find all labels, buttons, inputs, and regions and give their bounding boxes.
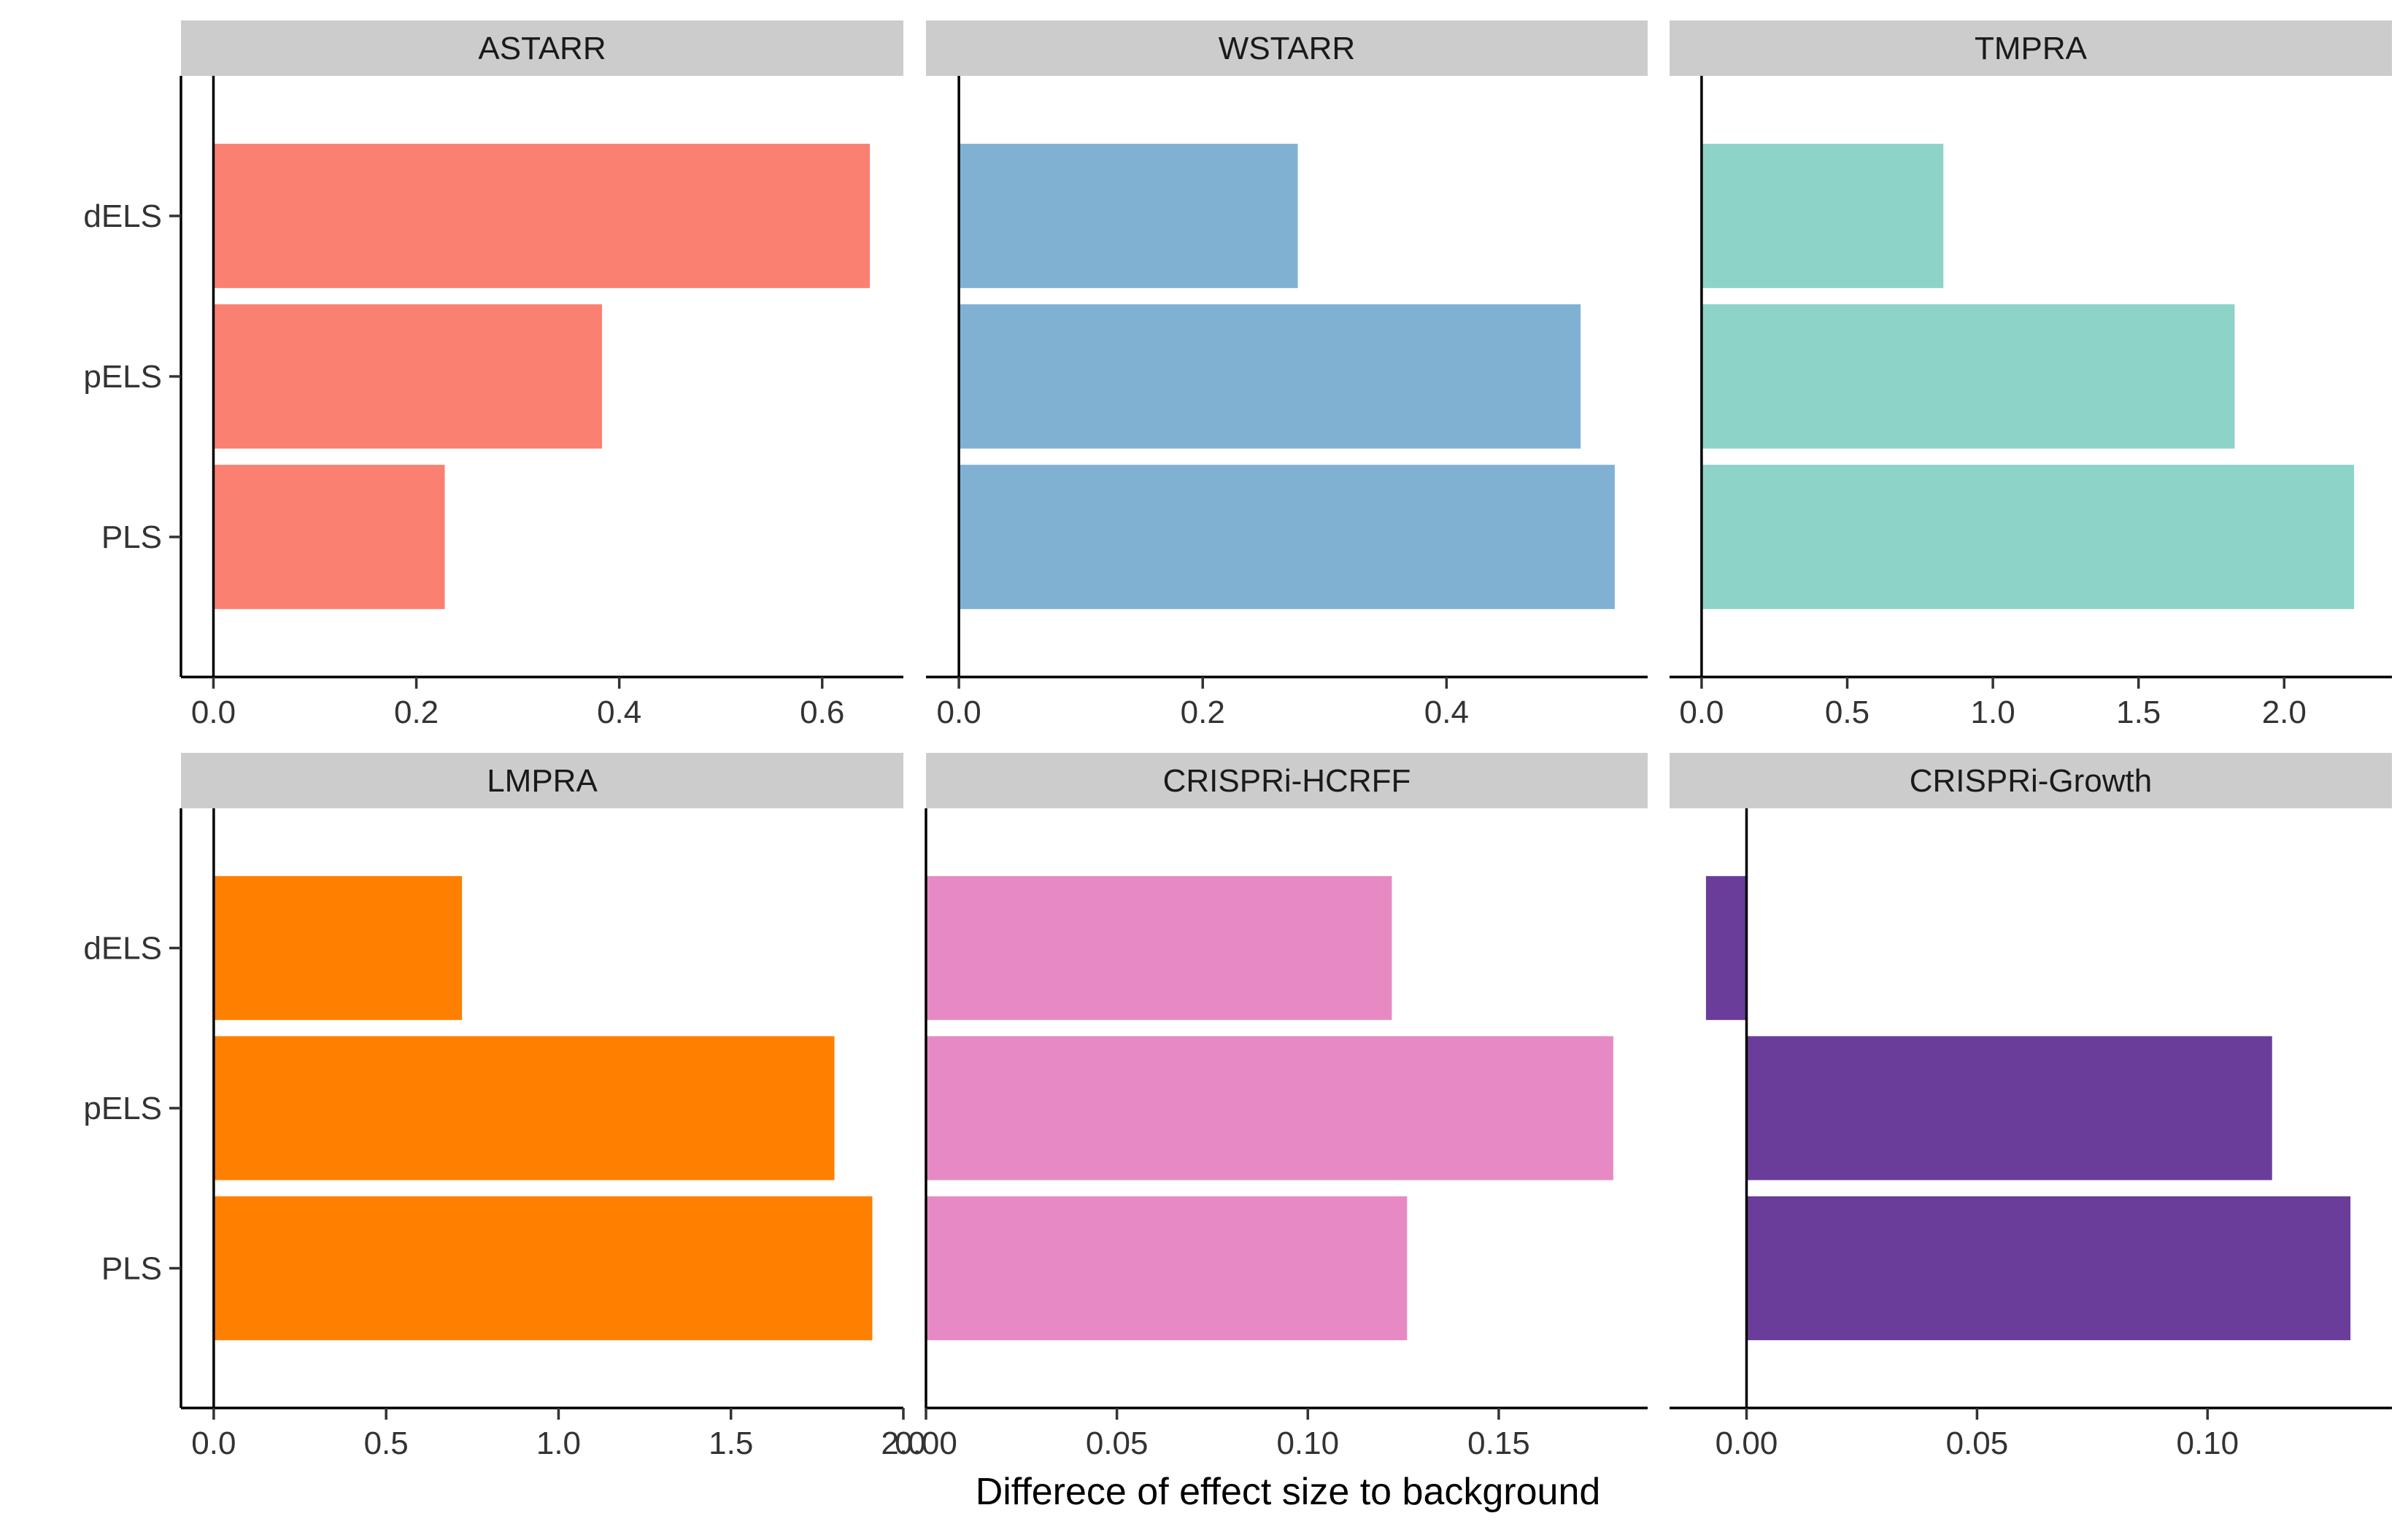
panel-title: LMPRA — [487, 763, 598, 799]
bar-pls — [1701, 465, 2355, 609]
y-tick-label: dELS — [83, 931, 162, 967]
panel-strip — [1670, 753, 2392, 808]
x-tick-label: 2.0 — [881, 1425, 925, 1461]
x-tick-label: 0.0 — [1679, 695, 1724, 730]
x-tick-label: 0.6 — [800, 695, 844, 730]
panel-strip — [181, 753, 903, 808]
x-tick-label: 0.4 — [1424, 695, 1469, 730]
bar-dels — [959, 144, 1298, 288]
bar-pls — [1746, 1196, 2351, 1341]
bar-dels — [213, 144, 871, 288]
panel-wstarr: WSTARR 0.0 0.2 0.4 — [926, 20, 1648, 730]
panel-title: WSTARR — [1219, 31, 1355, 66]
x-tick-label: 0.5 — [1825, 695, 1869, 730]
y-tick-label: pELS — [83, 1091, 162, 1126]
y-tick-label: dELS — [83, 198, 162, 234]
x-tick-label: 0.00 — [895, 1425, 957, 1461]
bar-pels — [1701, 304, 2235, 449]
bar-pels — [213, 1036, 835, 1180]
panel-strip — [181, 20, 903, 76]
bar-pels — [926, 1036, 1613, 1180]
x-tick-label: 0.10 — [2176, 1425, 2239, 1461]
x-tick-label: 0.15 — [1467, 1425, 1530, 1461]
panel-astarr: ASTARR 0.0 0.2 0.4 0.6 dELS pELS PLS — [83, 20, 903, 730]
x-tick-label: 1.0 — [536, 1425, 581, 1461]
panel-title: CRISPRi-HCRFF — [1163, 763, 1411, 799]
x-tick-label: 1.5 — [709, 1425, 753, 1461]
panel-title: CRISPRi-Growth — [1910, 763, 2153, 799]
x-tick-label: 0.0 — [191, 1425, 236, 1461]
x-tick-label: 2.0 — [2262, 695, 2307, 730]
x-tick-label: 0.05 — [1086, 1425, 1149, 1461]
panel-title: ASTARR — [478, 31, 606, 66]
x-tick-label: 0.5 — [364, 1425, 409, 1461]
x-tick-label: 0.10 — [1276, 1425, 1339, 1461]
panel-strip — [926, 753, 1648, 808]
x-axis-label: Differece of effect size to background — [976, 1471, 1601, 1513]
bar-dels — [926, 875, 1392, 1021]
x-tick-label: 1.5 — [2116, 695, 2161, 730]
facet-panels: ASTARR 0.0 0.2 0.4 0.6 dELS pELS PLS WSTARR 0.0 0.… — [83, 20, 2392, 1461]
panel-title: TMPRA — [1975, 31, 2088, 66]
x-tick-label: 0.0 — [937, 695, 981, 730]
panel-tmpra: TMPRA 0.0 0.5 1.0 1.5 2.0 — [1670, 20, 2392, 730]
bar-pls — [959, 465, 1615, 609]
bar-pels — [1746, 1036, 2272, 1180]
bar-pls — [213, 465, 445, 609]
x-tick-label: 1.0 — [1971, 695, 2015, 730]
bar-pels — [213, 304, 603, 449]
bar-dels — [213, 875, 463, 1021]
x-tick-label: 0.00 — [1716, 1425, 1778, 1461]
x-tick-label: 0.2 — [394, 695, 439, 730]
x-tick-label: 0.2 — [1181, 695, 1225, 730]
bar-pls — [213, 1196, 873, 1341]
panel-strip — [1670, 20, 2392, 76]
panel-lmpra: LMPRA 0.0 0.5 1.0 1.5 2.0 dELS pELS PLS — [83, 753, 926, 1461]
panel-crispri-growth: CRISPRi-Growth 0.00 0.05 0.10 — [1670, 753, 2392, 1461]
bar-dels — [1701, 144, 1944, 288]
x-tick-label: 0.0 — [191, 695, 236, 730]
x-tick-label: 0.05 — [1946, 1425, 2009, 1461]
y-tick-label: pELS — [83, 359, 162, 395]
bar-pels — [959, 304, 1581, 449]
x-tick-label: 0.4 — [597, 695, 641, 730]
y-tick-label: PLS — [101, 1250, 162, 1286]
bar-dels — [1705, 875, 1747, 1021]
y-tick-label: PLS — [101, 519, 162, 555]
panel-crispri-hcrff: CRISPRi-HCRFF 0.00 0.05 0.10 0.15 — [895, 753, 1648, 1461]
bar-pls — [926, 1196, 1408, 1341]
panel-strip — [926, 20, 1648, 76]
